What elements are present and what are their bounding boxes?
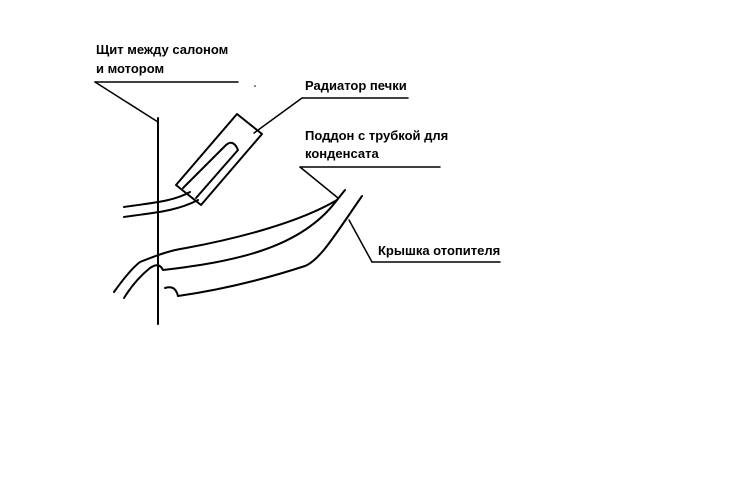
wall-label-line2: и мотором [96, 61, 164, 76]
radiator-label: Радиатор печки [305, 78, 407, 93]
wall-leader [94, 81, 239, 123]
condensate-tray [113, 189, 346, 299]
heater-radiator [175, 113, 263, 206]
heater-cover [164, 195, 363, 297]
tray-label-line1: Поддон с трубкой для [305, 128, 448, 143]
tray-label-line2: конденсата [305, 146, 379, 161]
stray-dot [254, 85, 256, 87]
radiator-leader [253, 97, 409, 134]
cover-label: Крышка отопителя [378, 243, 500, 258]
cover-leader [348, 219, 501, 263]
wall-label-line1: Щит между салоном [96, 42, 228, 57]
upper-pipe [123, 191, 199, 218]
tray-leader [299, 166, 441, 199]
